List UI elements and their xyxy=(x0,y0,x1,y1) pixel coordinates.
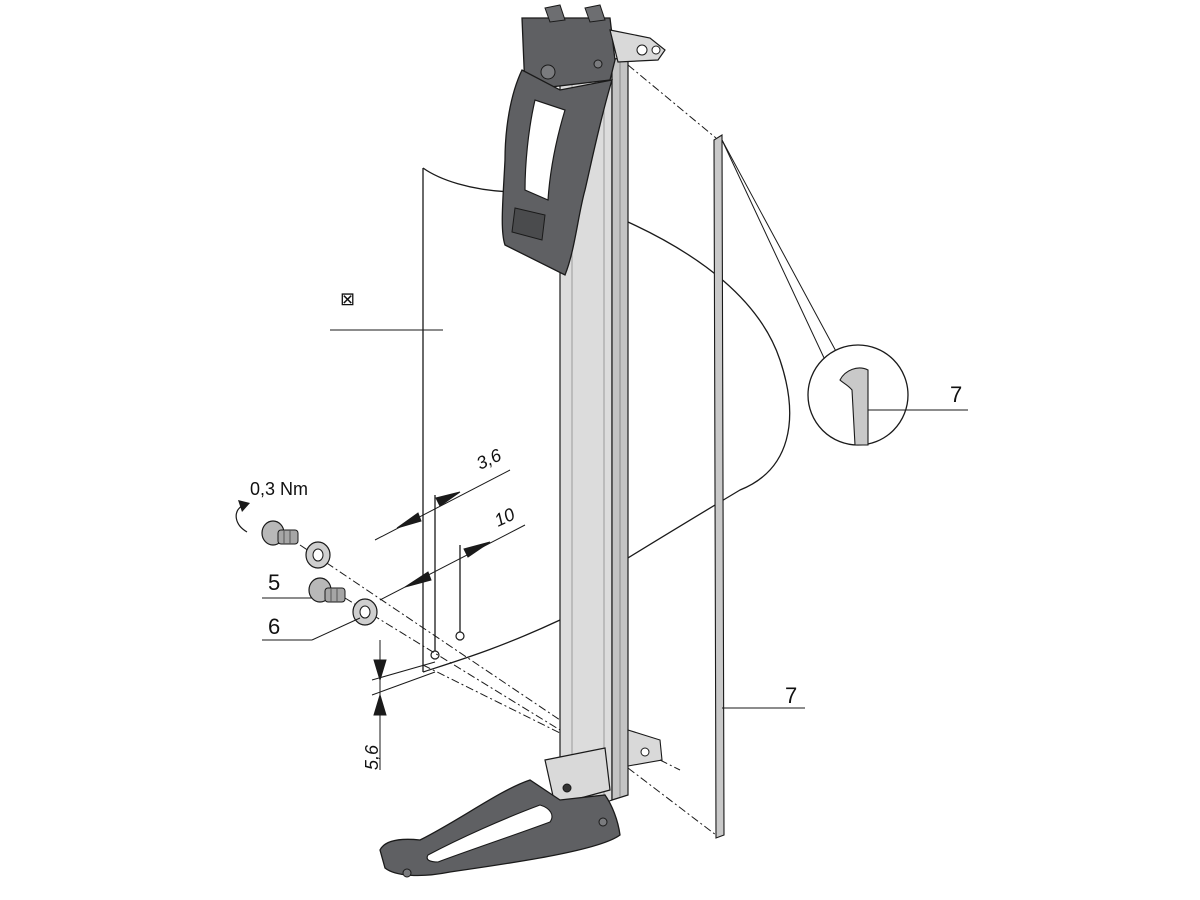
label-part-5: 5 xyxy=(268,570,280,595)
dim-hole-offset: 3,6 xyxy=(473,445,505,474)
torque-arrow-head-icon xyxy=(238,500,250,512)
label-part-6: 6 xyxy=(268,614,280,639)
assembly-lines xyxy=(299,64,717,836)
dimension-5-6 xyxy=(371,640,436,770)
label-part-7: 7 xyxy=(785,683,797,708)
dim-hole-spacing: 10 xyxy=(491,504,518,531)
leader-part-6-angled xyxy=(311,617,361,641)
top-handle xyxy=(501,4,666,276)
panel-bottom-edge xyxy=(422,619,561,673)
panel-top-curve xyxy=(422,167,511,193)
dim-bottom-offset: 5,6 xyxy=(362,744,382,770)
x-mark-symbol: ⊠ xyxy=(340,289,355,309)
screw-lower xyxy=(308,577,346,603)
bottom-handle xyxy=(379,729,663,878)
label-part-7-detail: 7 xyxy=(950,382,962,407)
washer-upper xyxy=(305,541,331,569)
dimension-3-6 xyxy=(374,469,511,541)
screw-upper xyxy=(261,520,299,546)
panel-hole-lower xyxy=(430,650,440,660)
dimension-10 xyxy=(379,524,526,601)
gasket-strip xyxy=(713,134,725,839)
panel-hole-upper xyxy=(455,631,465,641)
label-torque: 0,3 Nm xyxy=(250,479,308,499)
detail-circle xyxy=(721,139,968,446)
washer-lower xyxy=(352,598,378,626)
